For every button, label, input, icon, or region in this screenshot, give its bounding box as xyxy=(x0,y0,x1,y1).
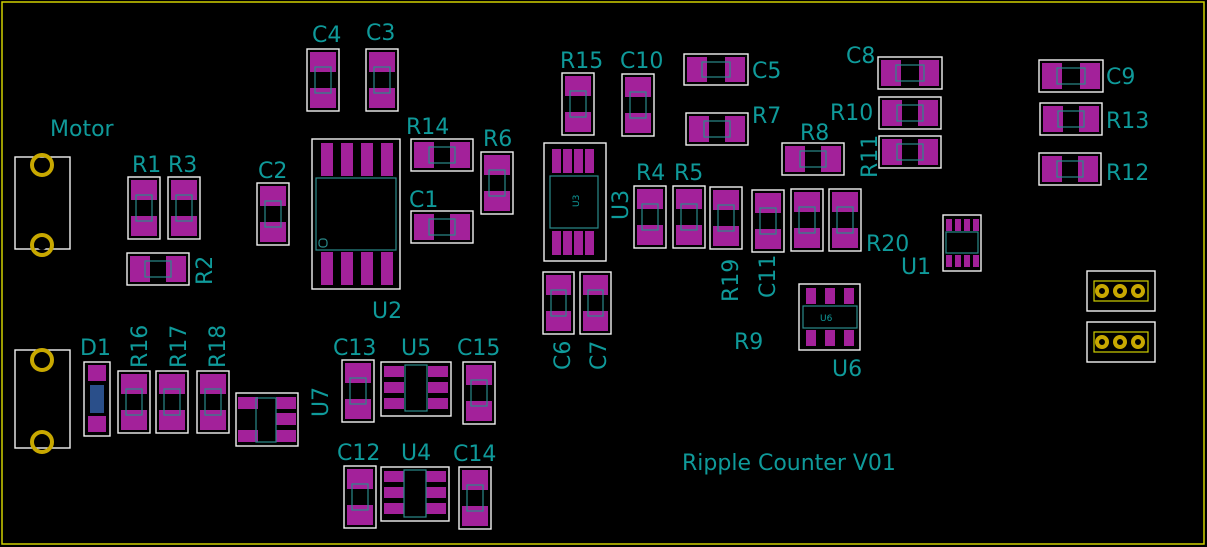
component-c8[interactable] xyxy=(877,56,943,90)
component-c1[interactable] xyxy=(410,210,474,244)
label-c10: C10 xyxy=(620,49,663,74)
label-r1: R1 xyxy=(132,153,161,178)
component-r4[interactable] xyxy=(633,185,667,249)
label-c5: C5 xyxy=(752,59,781,84)
component-r10[interactable] xyxy=(878,96,942,130)
component-r17[interactable] xyxy=(155,370,189,434)
label-c13: C13 xyxy=(333,336,376,361)
component-c12[interactable] xyxy=(343,465,377,529)
label-r15: R15 xyxy=(560,49,603,74)
label-c4: C4 xyxy=(312,23,341,48)
component-r6[interactable] xyxy=(480,151,514,215)
component-r2[interactable] xyxy=(126,252,190,286)
header-3pin-bottom[interactable] xyxy=(1086,321,1156,363)
component-c2[interactable] xyxy=(256,182,290,246)
component-c9[interactable] xyxy=(1038,59,1104,93)
label-r11: R11 xyxy=(858,135,883,178)
label-c6: C6 xyxy=(551,341,576,370)
label-r12: R12 xyxy=(1106,161,1149,186)
component-r12[interactable] xyxy=(1038,152,1102,186)
component-c4[interactable] xyxy=(306,48,340,112)
label-d1: D1 xyxy=(80,336,111,361)
label-r20: R20 xyxy=(866,232,909,257)
component-c11[interactable] xyxy=(751,189,785,253)
label-u4: U4 xyxy=(401,441,431,466)
label-u2: U2 xyxy=(372,299,402,324)
component-c14[interactable] xyxy=(458,466,492,530)
component-r16[interactable] xyxy=(117,370,151,434)
component-r7[interactable] xyxy=(685,112,749,146)
label-r18: R18 xyxy=(206,325,231,368)
label-c8: C8 xyxy=(846,44,875,69)
label-r16: R16 xyxy=(128,325,153,368)
component-c15[interactable] xyxy=(462,361,496,425)
component-u7[interactable] xyxy=(235,392,299,447)
component-u2[interactable] xyxy=(311,138,401,290)
component-r5[interactable] xyxy=(672,185,706,249)
component-u6[interactable]: U6 xyxy=(798,283,861,351)
label-c3: C3 xyxy=(366,21,395,46)
label-c15: C15 xyxy=(457,336,500,361)
component-c7[interactable] xyxy=(579,271,612,335)
component-r13[interactable] xyxy=(1039,102,1103,136)
component-c10[interactable] xyxy=(621,73,655,137)
label-r14: R14 xyxy=(406,115,449,140)
label-r6: R6 xyxy=(483,127,512,152)
component-r9[interactable] xyxy=(790,188,824,252)
label-c9: C9 xyxy=(1106,65,1135,90)
label-c1: C1 xyxy=(409,188,438,213)
label-c7: C7 xyxy=(587,341,612,370)
component-r1[interactable] xyxy=(127,176,161,240)
component-r19[interactable] xyxy=(709,186,743,250)
component-r15[interactable] xyxy=(561,72,595,136)
component-u1[interactable] xyxy=(942,214,982,272)
label-r17: R17 xyxy=(167,325,192,368)
label-r8: R8 xyxy=(800,121,829,146)
label-r13: R13 xyxy=(1106,109,1149,134)
label-r10: R10 xyxy=(830,101,873,126)
component-c3[interactable] xyxy=(365,48,399,112)
label-r5: R5 xyxy=(674,161,703,186)
label-c14: C14 xyxy=(453,442,496,467)
label-u6: U6 xyxy=(832,357,862,382)
power-connector[interactable] xyxy=(14,348,71,454)
component-r14[interactable] xyxy=(410,138,474,172)
label-c12: C12 xyxy=(337,441,380,466)
component-r18[interactable] xyxy=(196,370,230,434)
label-r9: R9 xyxy=(734,330,763,355)
component-r20[interactable] xyxy=(828,188,862,252)
label-r3: R3 xyxy=(168,153,197,178)
label-r19: R19 xyxy=(719,259,744,302)
component-u4[interactable] xyxy=(380,466,450,522)
motor-label: Motor xyxy=(50,117,115,142)
component-r8[interactable] xyxy=(781,142,845,176)
svg-text:U3: U3 xyxy=(572,195,582,207)
svg-text:U6: U6 xyxy=(820,314,833,324)
label-c2: C2 xyxy=(258,159,287,184)
label-r7: R7 xyxy=(752,104,781,129)
header-3pin-top[interactable] xyxy=(1086,270,1156,312)
label-u7: U7 xyxy=(309,387,334,417)
component-c5[interactable] xyxy=(683,53,749,86)
label-u1: U1 xyxy=(901,255,931,280)
component-c6[interactable] xyxy=(542,271,575,335)
label-u5: U5 xyxy=(401,336,431,361)
label-u3: U3 xyxy=(609,190,634,220)
component-u5[interactable] xyxy=(380,361,452,417)
label-c11: C11 xyxy=(756,255,781,298)
component-c13[interactable] xyxy=(341,359,375,423)
component-r3[interactable] xyxy=(167,176,201,240)
label-r2: R2 xyxy=(193,256,218,285)
motor-connector[interactable] xyxy=(14,153,71,257)
label-r4: R4 xyxy=(636,161,665,186)
component-d1[interactable] xyxy=(83,361,111,437)
component-r11[interactable] xyxy=(878,135,942,169)
component-u3[interactable]: U3 xyxy=(543,142,607,262)
board-title: Ripple Counter V01 xyxy=(682,451,896,476)
